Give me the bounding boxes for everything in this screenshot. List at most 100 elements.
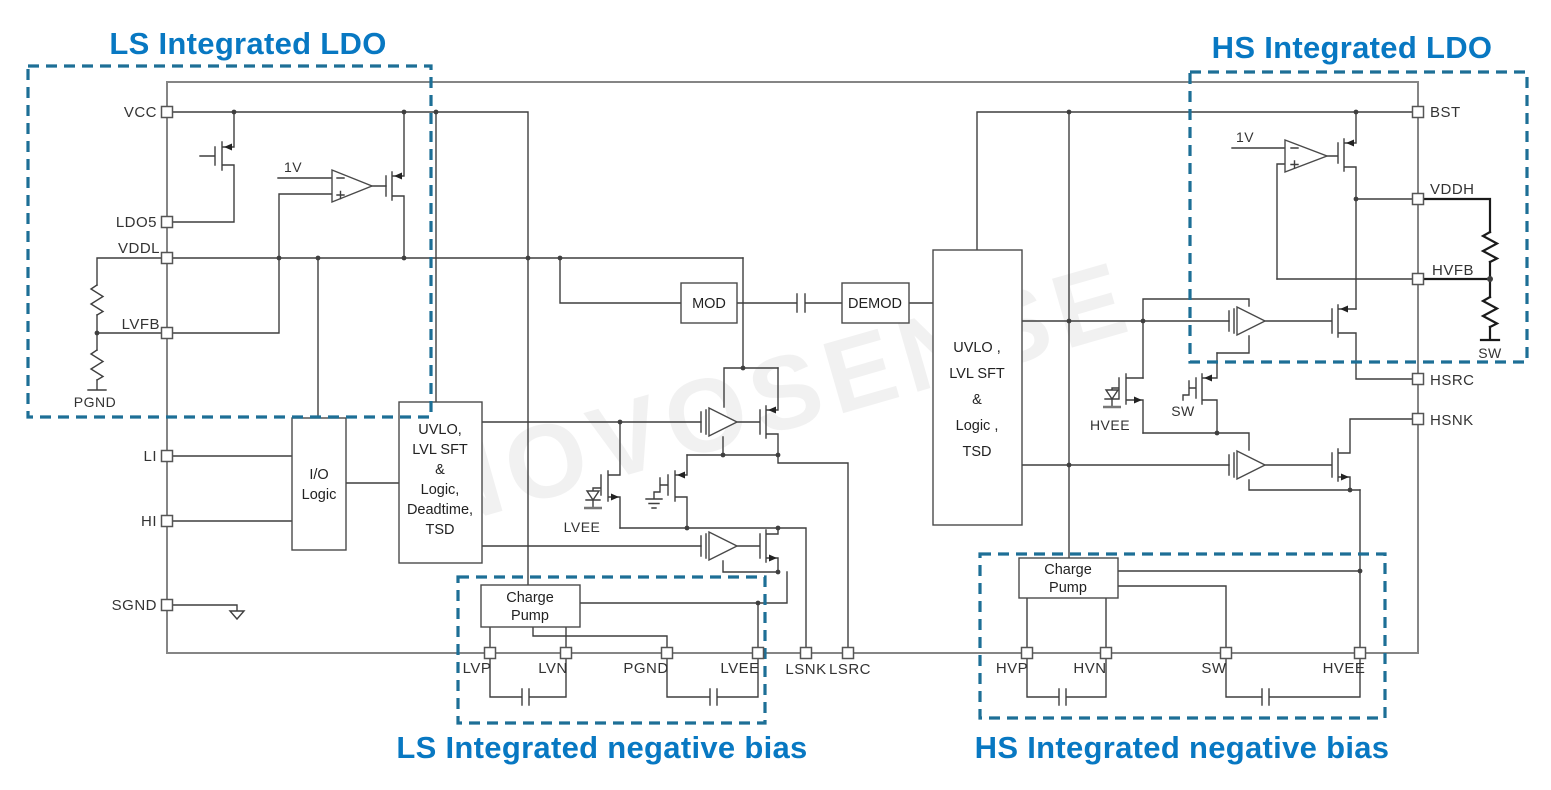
hs-charge-pump-block: Charge Pump (1018, 557, 1119, 599)
ls-ctrl-line: TSD (426, 522, 455, 538)
pin-lsrc (841, 646, 855, 660)
hs-bias-region-box (978, 552, 1387, 720)
ls-charge-pump-block: Charge Pump (480, 584, 581, 628)
pin-vddl (160, 251, 174, 265)
pin-hsrc (1411, 372, 1425, 386)
hs-bias-title: HS Integrated negative bias (975, 730, 1390, 765)
ls-bias-title: LS Integrated negative bias (396, 730, 807, 765)
hs-1v-ref-label: 1V (1236, 129, 1254, 145)
pin-lsnk (799, 646, 813, 660)
chip-outline (166, 81, 1419, 654)
ls-cp-line: Pump (511, 608, 549, 624)
pin-label-lvfb: LVFB (122, 316, 160, 333)
pin-label-lvn: LVN (538, 660, 568, 677)
io-logic-label: Logic (302, 487, 337, 503)
ls-bias-region-box (456, 575, 767, 725)
pin-hi (160, 514, 174, 528)
ls-cp-line: Charge (506, 590, 554, 606)
ls-sink-driver-buffer (700, 530, 739, 562)
hs-ctrl-line: & (972, 392, 982, 408)
pin-hsnk (1411, 412, 1425, 426)
pin-label-hi: HI (141, 513, 157, 530)
ls-control-block: UVLO, LVL SFT & Logic, Deadtime, TSD (398, 401, 483, 564)
hs-ctrl-line: Logic , (956, 418, 999, 434)
hs-ldo-title: HS Integrated LDO (1212, 30, 1493, 65)
pin-label-hvn: HVN (1073, 660, 1106, 677)
pin-bst (1411, 105, 1425, 119)
lvee-zener-diode (584, 490, 602, 510)
pin-label-sw: SW (1201, 660, 1227, 677)
external-sw-label: SW (1478, 345, 1502, 361)
pin-label-vcc: VCC (124, 104, 157, 121)
pin-label-hvp: HVP (996, 660, 1028, 677)
mod-label: MOD (692, 296, 726, 312)
pin-label-bst: BST (1430, 104, 1461, 121)
pin-label-hsrc: HSRC (1430, 372, 1475, 389)
ls-ctrl-line: Deadtime, (407, 502, 473, 518)
ls-ldo-region-box (26, 64, 433, 419)
pin-vcc (160, 105, 174, 119)
ls-1v-ref-label: 1V (284, 159, 302, 175)
pin-label-ldo5: LDO5 (116, 214, 157, 231)
hvee-zener-diode (1103, 389, 1121, 409)
pin-label-li: LI (143, 448, 157, 465)
hs-sink-driver-buffer (1228, 449, 1267, 481)
pin-pgnd (660, 646, 674, 660)
hs-source-driver-buffer (1228, 305, 1267, 337)
pins (160, 105, 1425, 660)
pin-label-pgnd: PGND (623, 660, 668, 677)
pin-label-hsnk: HSNK (1430, 412, 1474, 429)
hs-control-block: UVLO , LVL SFT & Logic , TSD (932, 249, 1023, 526)
sw-net-label: SW (1171, 403, 1195, 419)
pin-label-hvee: HVEE (1323, 660, 1366, 677)
sgnd-ground-icon (228, 610, 246, 621)
ls-ctrl-line: & (435, 462, 445, 478)
pin-vddh (1411, 192, 1425, 206)
pin-label-lsnk: LSNK (785, 661, 826, 678)
mosfet-arrows (224, 139, 1354, 562)
hs-ldo-opamp (1284, 138, 1329, 174)
ls-ldo-title: LS Integrated LDO (109, 26, 386, 61)
net-labels: PGND SW 1V 1V LVEE HVEE SW (74, 129, 1502, 535)
pin-ldo5 (160, 215, 174, 229)
hs-ctrl-line: TSD (963, 444, 992, 460)
pin-label-lsrc: LSRC (829, 661, 871, 678)
io-logic-block: I/O Logic (291, 417, 347, 551)
lvee-net-label: LVEE (564, 519, 601, 535)
junction-dots (94, 109, 1493, 606)
pin-hvee (1353, 646, 1367, 660)
pin-sw (1219, 646, 1233, 660)
pin-lvee (751, 646, 765, 660)
demod-block: DEMOD (841, 282, 910, 324)
pin-label-lvee: LVEE (720, 660, 759, 677)
pin-lvn (559, 646, 573, 660)
wires (87, 111, 1414, 706)
mod-block: MOD (680, 282, 738, 324)
hs-ctrl-line: LVL SFT (949, 366, 1005, 382)
pin-label-vddh: VDDH (1430, 181, 1475, 198)
pin-li (160, 449, 174, 463)
pin-label-hvfb: HVFB (1432, 262, 1474, 279)
pin-lvfb (160, 326, 174, 340)
ls-ctrl-line: Logic, (421, 482, 460, 498)
demod-label: DEMOD (848, 296, 902, 312)
ls-ctrl-line: LVL SFT (412, 442, 468, 458)
hs-cp-line: Charge (1044, 562, 1092, 578)
pin-labels: VCC LDO5 VDDL LVFB LI HI SGND BST VDDH H… (112, 104, 1475, 678)
hs-cp-line: Pump (1049, 580, 1087, 596)
io-logic-label: I/O (309, 467, 328, 483)
pin-hvn (1099, 646, 1113, 660)
pin-label-sgnd: SGND (112, 597, 157, 614)
hs-ctrl-line: UVLO , (953, 340, 1001, 356)
pin-hvfb (1411, 272, 1425, 286)
pin-hvp (1020, 646, 1034, 660)
ls-ctrl-line: UVLO, (418, 422, 462, 438)
pin-sgnd (160, 598, 174, 612)
pin-label-vddl: VDDL (118, 240, 160, 257)
ls-ldo-opamp (331, 168, 374, 204)
pin-lvp (483, 646, 497, 660)
hvee-net-label: HVEE (1090, 417, 1130, 433)
ls-source-driver-buffer (700, 406, 739, 438)
